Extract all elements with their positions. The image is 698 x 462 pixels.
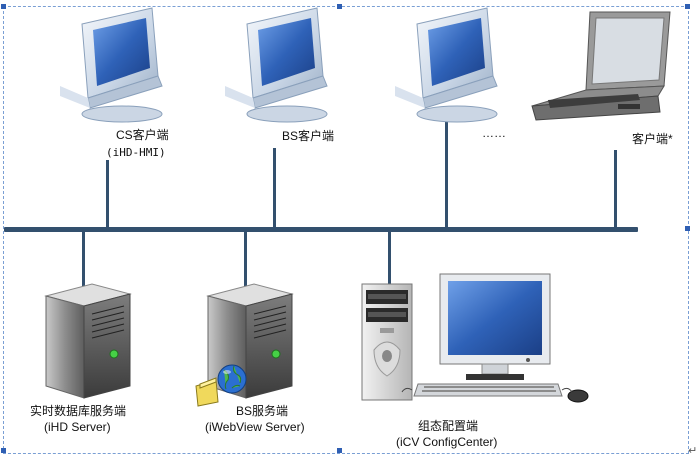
frame-corner-mark [1, 448, 6, 453]
client-monitor-bs [225, 6, 335, 126]
client-laptop [528, 8, 678, 126]
server-label-ihd: 实时数据库服务端 [30, 404, 127, 418]
client-drop-line [106, 160, 109, 228]
client-label-more: …… [482, 126, 506, 140]
frame-corner-mark [685, 226, 690, 231]
client-monitor-cs [60, 6, 170, 126]
server-ihd [38, 282, 138, 400]
workstation-icon [361, 273, 589, 403]
client-label-laptop: 客户端* [632, 132, 673, 146]
frame-corner-mark [337, 448, 342, 453]
laptop-icon [531, 11, 671, 121]
monitor-icon [60, 7, 163, 123]
frame-corner-mark [1, 4, 6, 9]
globe-icon [195, 364, 247, 407]
monitor-icon [225, 7, 328, 123]
frame-corner-mark [685, 4, 690, 9]
server-label-bs: BS服务端 [236, 404, 289, 418]
client-label-bs: BS客户端 [282, 129, 335, 143]
frame-corner-mark [337, 4, 342, 9]
server-label-config: 组态配置端 [418, 419, 479, 433]
server-tower-icon [44, 283, 132, 399]
client-drop-line [614, 150, 617, 228]
client-drop-line [273, 148, 276, 228]
paragraph-return-mark: ↵ [688, 445, 698, 457]
web-badge [194, 362, 250, 408]
client-sublabel-cs: (iHD-HMI) [106, 146, 166, 159]
server-drop-line [244, 231, 247, 287]
server-sublabel-bs: (iWebView Server) [205, 420, 305, 434]
server-sublabel-config: (iCV ConfigCenter) [396, 435, 498, 449]
network-bus [4, 227, 638, 232]
client-drop-line [445, 118, 448, 228]
server-drop-line [82, 231, 85, 287]
client-monitor-more [395, 6, 505, 126]
server-sublabel-ihd: (iHD Server) [44, 420, 111, 434]
server-drop-line [388, 231, 391, 291]
workstation-configcenter [360, 272, 592, 412]
client-label-cs: CS客户端 [116, 128, 169, 142]
monitor-icon [395, 7, 498, 123]
